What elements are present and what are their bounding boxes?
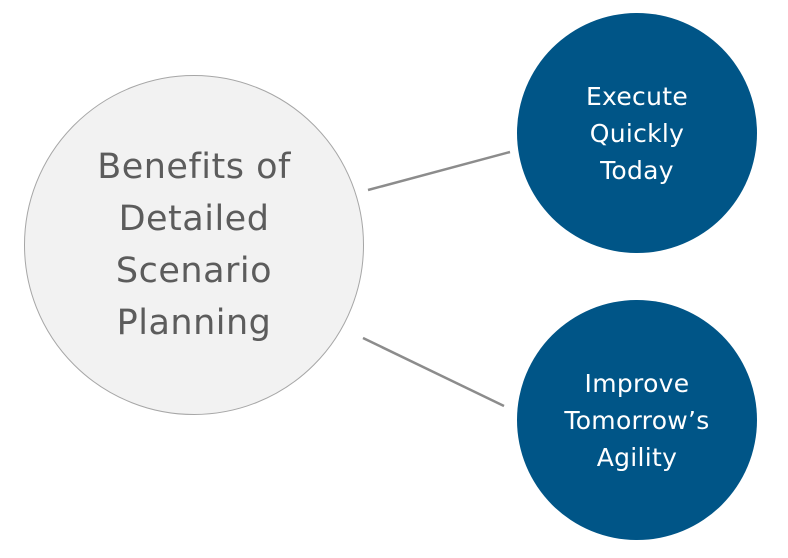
main-topic-line: Detailed [118,199,270,239]
benefit-label: Execute Quickly Today [586,78,688,189]
benefit-label: Improve Tomorrow’s Agility [564,365,709,476]
connector-line-bottom [362,336,505,408]
benefit-line: Tomorrow’s [564,405,710,435]
benefit-line: Quickly [589,118,685,148]
main-topic-circle: Benefits of Detailed Scenario Planning [24,75,364,415]
benefit-line: Execute [585,81,689,111]
main-topic-line: Scenario [115,251,273,291]
connector-line-top [367,150,511,192]
main-topic-line: Planning [116,303,272,343]
main-topic-label: Benefits of Detailed Scenario Planning [97,141,291,349]
benefit-circle-execute-quickly-today: Execute Quickly Today [517,13,757,253]
benefit-line: Improve [584,368,690,398]
benefit-circle-improve-tomorrows-agility: Improve Tomorrow’s Agility [517,300,757,540]
benefit-line: Today [600,155,674,185]
main-topic-line: Benefits of [97,147,291,187]
benefit-line: Agility [596,442,678,472]
